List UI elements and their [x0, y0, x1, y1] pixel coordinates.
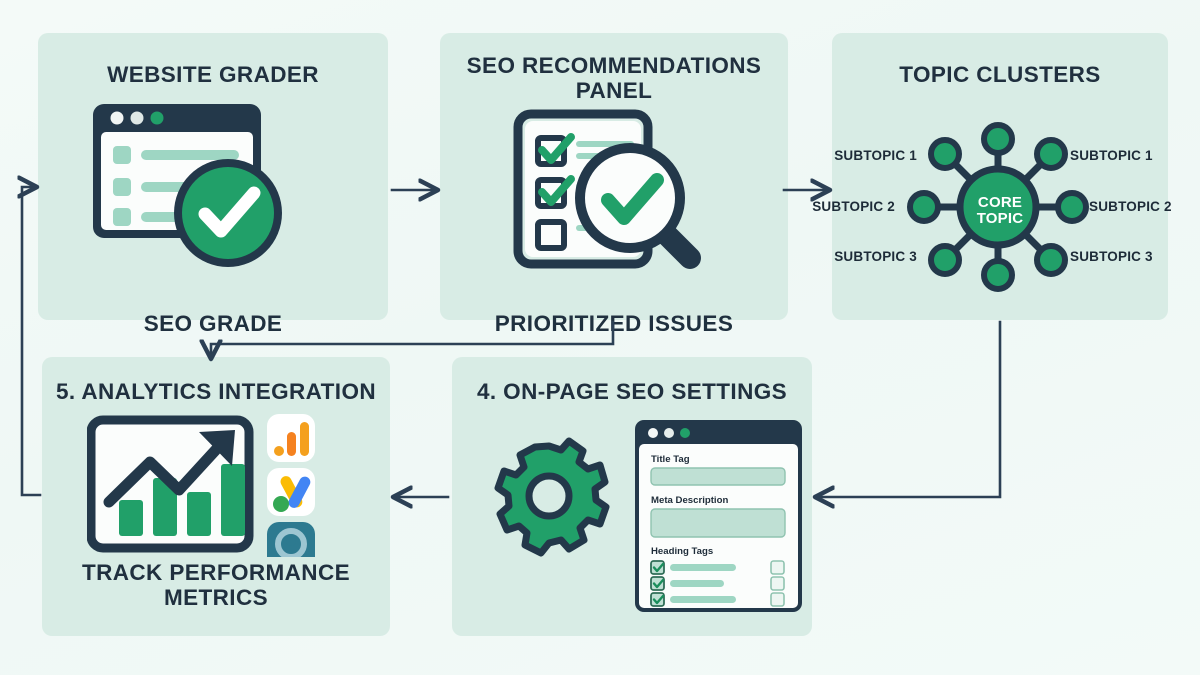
- panel-on-page-seo-settings[interactable]: 4. ON-PAGE SEO SETTINGS Title Tag: [452, 357, 812, 636]
- growth-chart-with-app-badges-icon: [86, 412, 352, 570]
- panel-topic-clusters[interactable]: TOPIC CLUSTERS: [812, 33, 1172, 320]
- field-label-heading-tags: Heading Tags: [651, 546, 713, 557]
- panel-analytics-integration[interactable]: 5. ANALYTICS INTEGRATION: [42, 357, 390, 636]
- checklist-with-magnifier-icon: [512, 108, 722, 293]
- subtopic-left-3: SUBTOPIC 3: [834, 249, 917, 264]
- subtopic-right-1: SUBTOPIC 1: [1070, 148, 1153, 163]
- subtopic-right-2: SUBTOPIC 2: [1089, 199, 1172, 214]
- field-label-title-tag: Title Tag: [651, 454, 690, 465]
- core-topic-line1: CORE: [977, 194, 1023, 211]
- hub-and-spoke-cluster-icon: [832, 103, 1168, 313]
- panel-title: WEBSITE GRADER: [107, 62, 319, 87]
- panel-caption: SEO GRADE: [143, 311, 283, 336]
- panel-caption: PRIORITIZED ISSUES: [494, 311, 734, 336]
- core-topic-line2: TOPIC: [976, 209, 1024, 227]
- panel-title: TOPIC CLUSTERS: [899, 62, 1101, 87]
- panel-title: SEO RECOMMENDATIONS PANEL: [466, 53, 762, 104]
- panel-caption: TRACK PERFORMANCE METRICS: [81, 560, 351, 611]
- panel-website-grader[interactable]: WEBSITE GRADER SEO: [38, 33, 388, 336]
- subtopic-right-3: SUBTOPIC 3: [1070, 249, 1153, 264]
- panel-seo-recommendations[interactable]: SEO RECOMMENDATIONS PANEL: [440, 33, 788, 336]
- panel-title: 4. ON-PAGE SEO SETTINGS: [476, 379, 788, 404]
- subtopic-left-1: SUBTOPIC 1: [834, 148, 917, 163]
- panel-title: 5. ANALYTICS INTEGRATION: [55, 379, 377, 404]
- arrow-clusters-to-onpage: [816, 320, 1002, 497]
- subtopic-left-2: SUBTOPIC 2: [812, 199, 895, 214]
- field-label-meta-description: Meta Description: [651, 495, 728, 506]
- gear-with-settings-window-icon: Title Tag Meta Description Heading Tags: [487, 412, 812, 632]
- browser-window-with-check-badge-icon: [85, 98, 341, 283]
